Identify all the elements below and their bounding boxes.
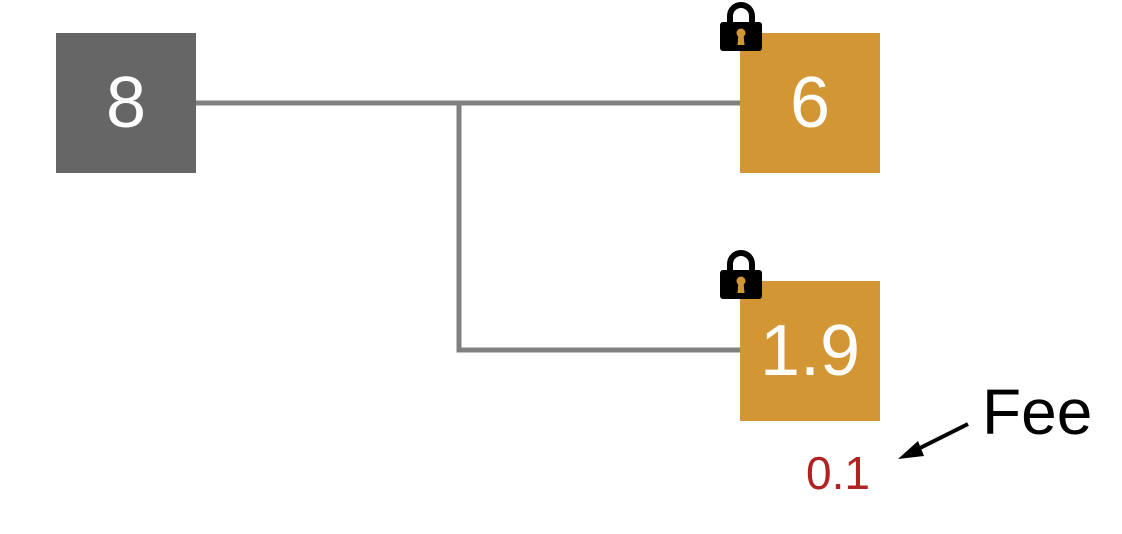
fee-label: Fee: [982, 376, 1093, 448]
lock-icon: [720, 2, 762, 51]
fee-value: 0.1: [806, 447, 870, 499]
input-box: 8: [56, 33, 196, 173]
lock-icon: [720, 250, 762, 299]
input-value: 8: [105, 63, 147, 143]
output-value: 6: [789, 63, 831, 143]
output-box: 1.9: [740, 281, 880, 421]
fee-arrowhead: [898, 441, 924, 459]
output-box: 6: [740, 33, 880, 173]
output-value: 1.9: [759, 311, 861, 391]
connector-trunk: [196, 100, 740, 353]
fee-arrow: [911, 422, 969, 454]
